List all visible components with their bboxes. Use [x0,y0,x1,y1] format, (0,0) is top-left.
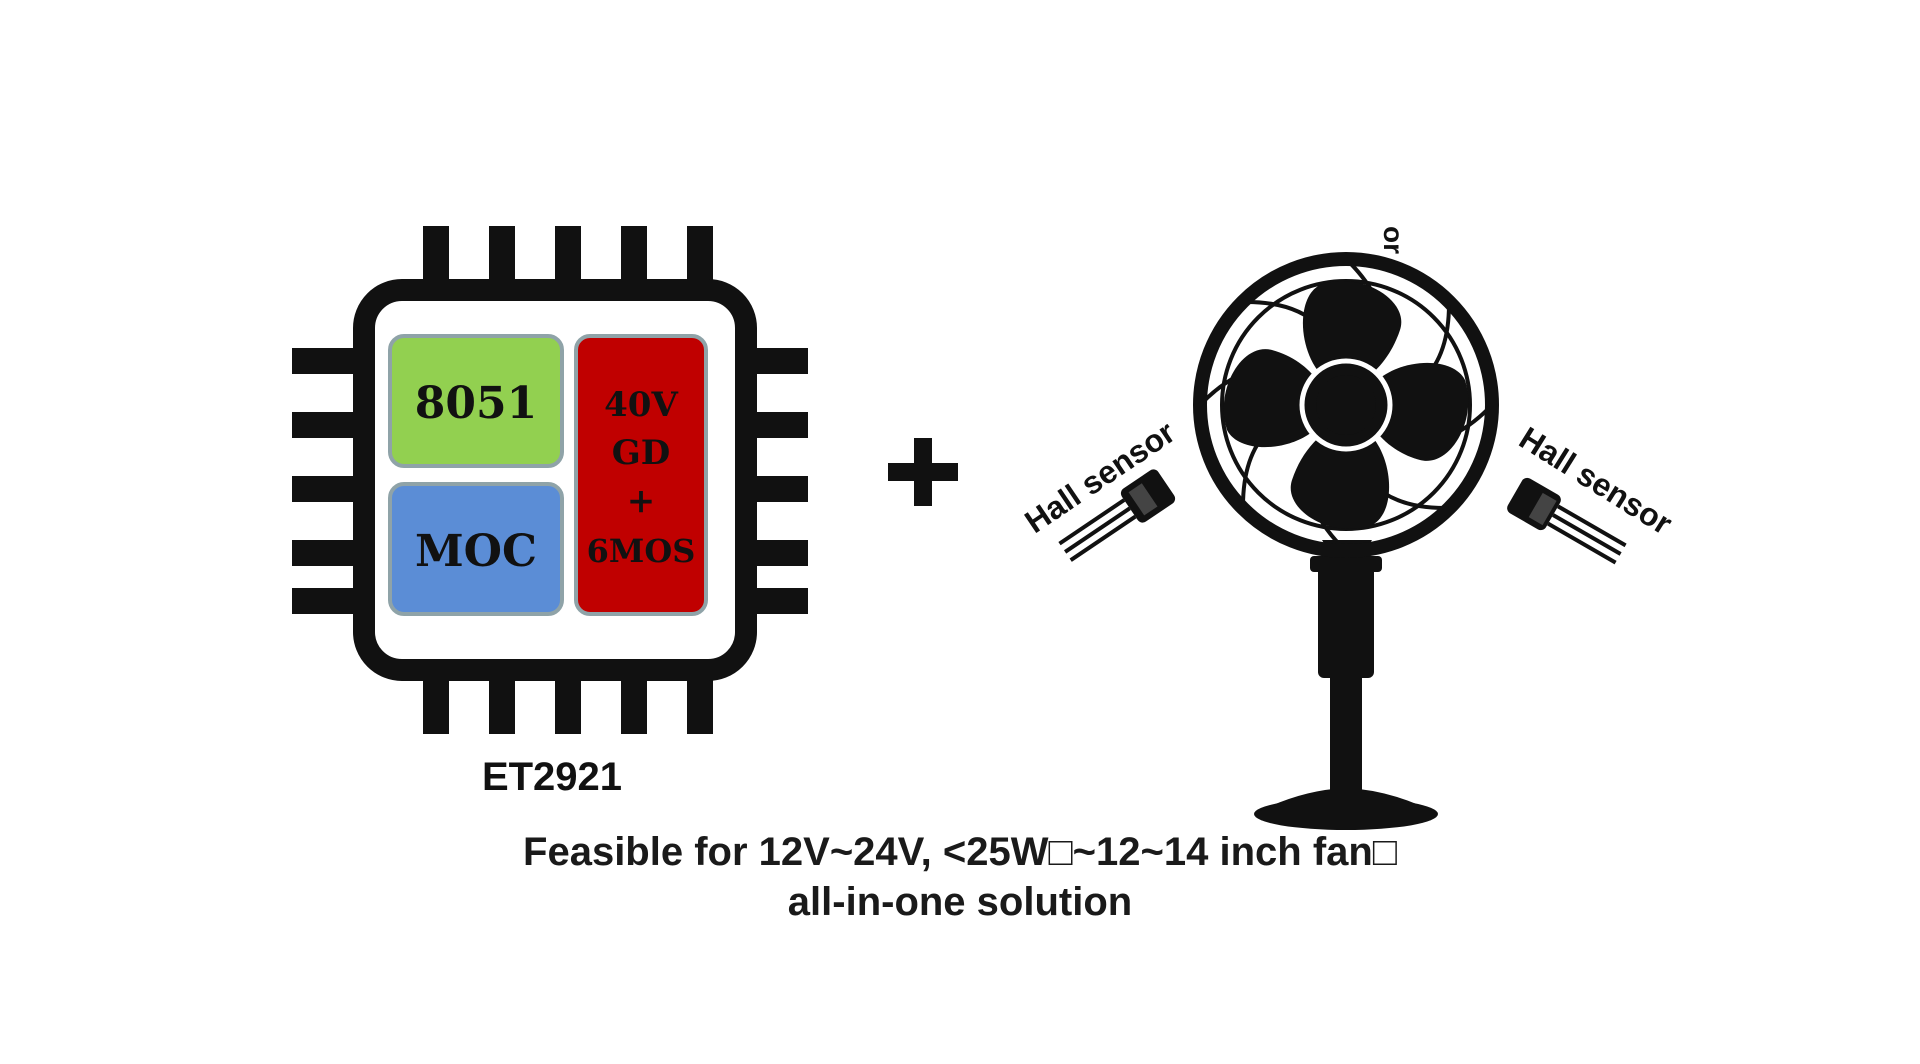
chip-name: ET2921 [482,755,622,799]
hall-sensor-right-icon [1507,477,1627,565]
chip-top-pins [423,226,713,288]
or-label: or [1378,226,1409,254]
driver-line-gd: GD [612,433,671,473]
caption-line-1: Feasible for 12V~24V, <25W□~12~14 inch f… [523,830,1397,874]
chip-icon: 8051 MOC 40V GD + 6MOS [292,226,808,734]
driver-line-mos: 6MOS [587,532,696,570]
moc-label: MOC [415,526,537,577]
mcu-label: 8051 [415,378,537,429]
driver-block [574,334,708,616]
fan-pole [1330,676,1362,802]
mcu-block [388,334,564,468]
fan-icon [1193,252,1499,830]
moc-block [388,482,564,616]
caption-line-2: all-in-one solution [787,880,1133,924]
driver-line-plus: + [627,481,656,521]
plus-icon [888,438,958,506]
hall-sensor-left-icon [1058,469,1176,562]
driver-line-voltage: 40V [604,385,678,425]
chip-left-pins [292,348,362,614]
chip-bottom-pins [423,672,713,734]
